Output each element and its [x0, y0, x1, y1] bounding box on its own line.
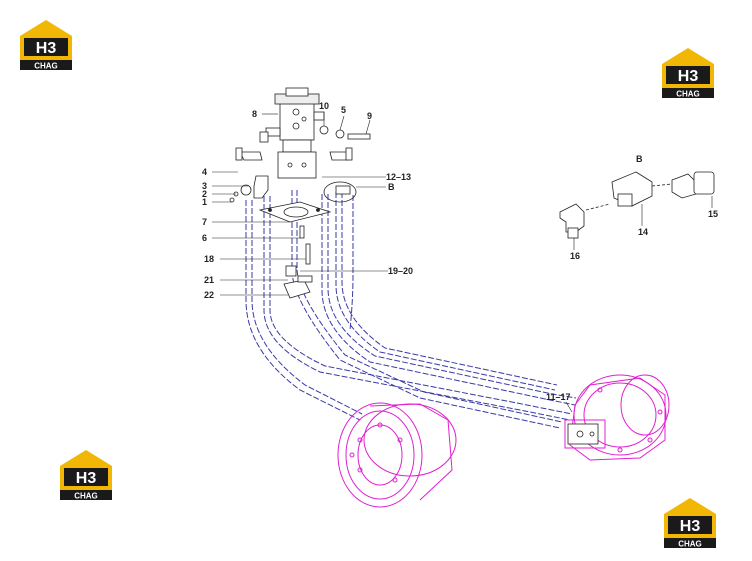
hose-group	[245, 190, 577, 429]
callout-19-20: 19–20	[388, 266, 413, 276]
svg-text:H3: H3	[680, 518, 701, 535]
detail-b-title: B	[636, 154, 643, 164]
logo-bottom-right: H3 CHAG	[662, 496, 718, 549]
logo-top-left: H3 CHAG	[18, 18, 74, 71]
callout-15: 15	[708, 209, 718, 219]
callout-21: 21	[204, 275, 214, 285]
callout-11-17: 11–17	[546, 392, 571, 402]
svg-text:CHAG: CHAG	[676, 90, 700, 99]
callout-16: 16	[570, 251, 580, 261]
svg-text:H3: H3	[36, 40, 57, 57]
callout-9: 9	[367, 111, 372, 121]
callout-22: 22	[204, 290, 214, 300]
callout-3: 3	[202, 181, 207, 191]
logo-top-right: H3 CHAG	[660, 46, 716, 99]
callout-labels: 8 10 5 9 4 3 2 1 7 6 18 21 22 19–20 12–1…	[202, 101, 718, 402]
travel-motor-right	[564, 374, 670, 461]
detail-b-fittings	[559, 171, 715, 239]
center-swivel-joint	[229, 87, 371, 299]
callout-1: 1	[202, 197, 207, 207]
callout-2: 2	[202, 189, 207, 199]
leader-lines	[212, 112, 713, 413]
callout-18: 18	[204, 254, 214, 264]
motor-port-block	[567, 423, 599, 445]
callout-7: 7	[202, 217, 207, 227]
callout-10: 10	[319, 101, 329, 111]
logo-bottom-left: H3 CHAG	[58, 448, 114, 501]
callout-4: 4	[202, 167, 207, 177]
svg-text:CHAG: CHAG	[74, 492, 98, 501]
svg-text:H3: H3	[678, 68, 699, 85]
svg-text:CHAG: CHAG	[34, 62, 58, 71]
callout-5: 5	[341, 105, 346, 115]
svg-text:CHAG: CHAG	[678, 540, 702, 549]
callout-b: B	[388, 182, 395, 192]
callout-8: 8	[252, 109, 257, 119]
callout-14: 14	[638, 227, 648, 237]
travel-motor-left	[337, 402, 457, 508]
callout-6: 6	[202, 233, 207, 243]
svg-text:H3: H3	[76, 470, 97, 487]
callout-12-13: 12–13	[386, 172, 411, 182]
